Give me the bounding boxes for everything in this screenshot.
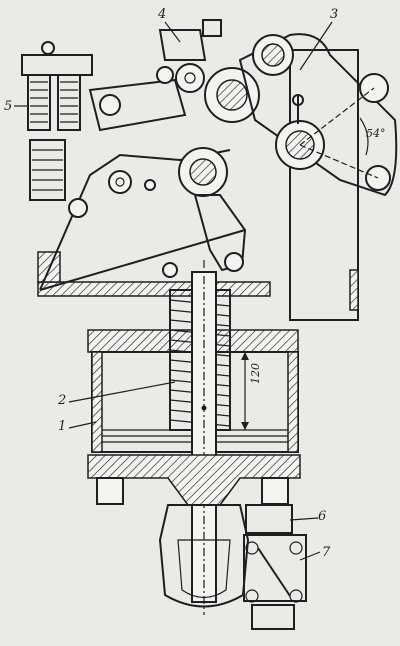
- label-7: 7: [322, 545, 331, 560]
- bolt-left: [96, 477, 124, 505]
- base-plate: [37, 281, 271, 297]
- dimension-120: 120: [249, 363, 262, 384]
- label-2: 2: [58, 393, 67, 408]
- leader-7: [299, 551, 321, 561]
- leader-4: [164, 21, 181, 43]
- leader-6: [289, 517, 319, 521]
- leader-2: [68, 381, 176, 403]
- frame-plate: [289, 49, 359, 321]
- frame-hatch: [349, 269, 359, 311]
- bracket-7: [243, 534, 307, 602]
- leader-3: [299, 21, 333, 71]
- label-4: 4: [158, 7, 167, 22]
- angle-54: 54°: [366, 127, 386, 140]
- cylinder-wall-left: [91, 351, 103, 453]
- contact-block-5: [21, 41, 93, 201]
- label-3: 3: [330, 7, 339, 22]
- label-6: 6: [318, 509, 327, 524]
- lever-arm-3: [238, 33, 398, 197]
- label-5: 5: [4, 99, 13, 114]
- label-1: 1: [58, 419, 67, 434]
- leader-1: [68, 421, 97, 429]
- bracket-4: [158, 29, 207, 61]
- upper-linkage: [39, 63, 246, 291]
- bracket-6: [245, 504, 293, 534]
- cylinder-wall-right: [287, 351, 299, 453]
- bolt-right: [261, 477, 289, 505]
